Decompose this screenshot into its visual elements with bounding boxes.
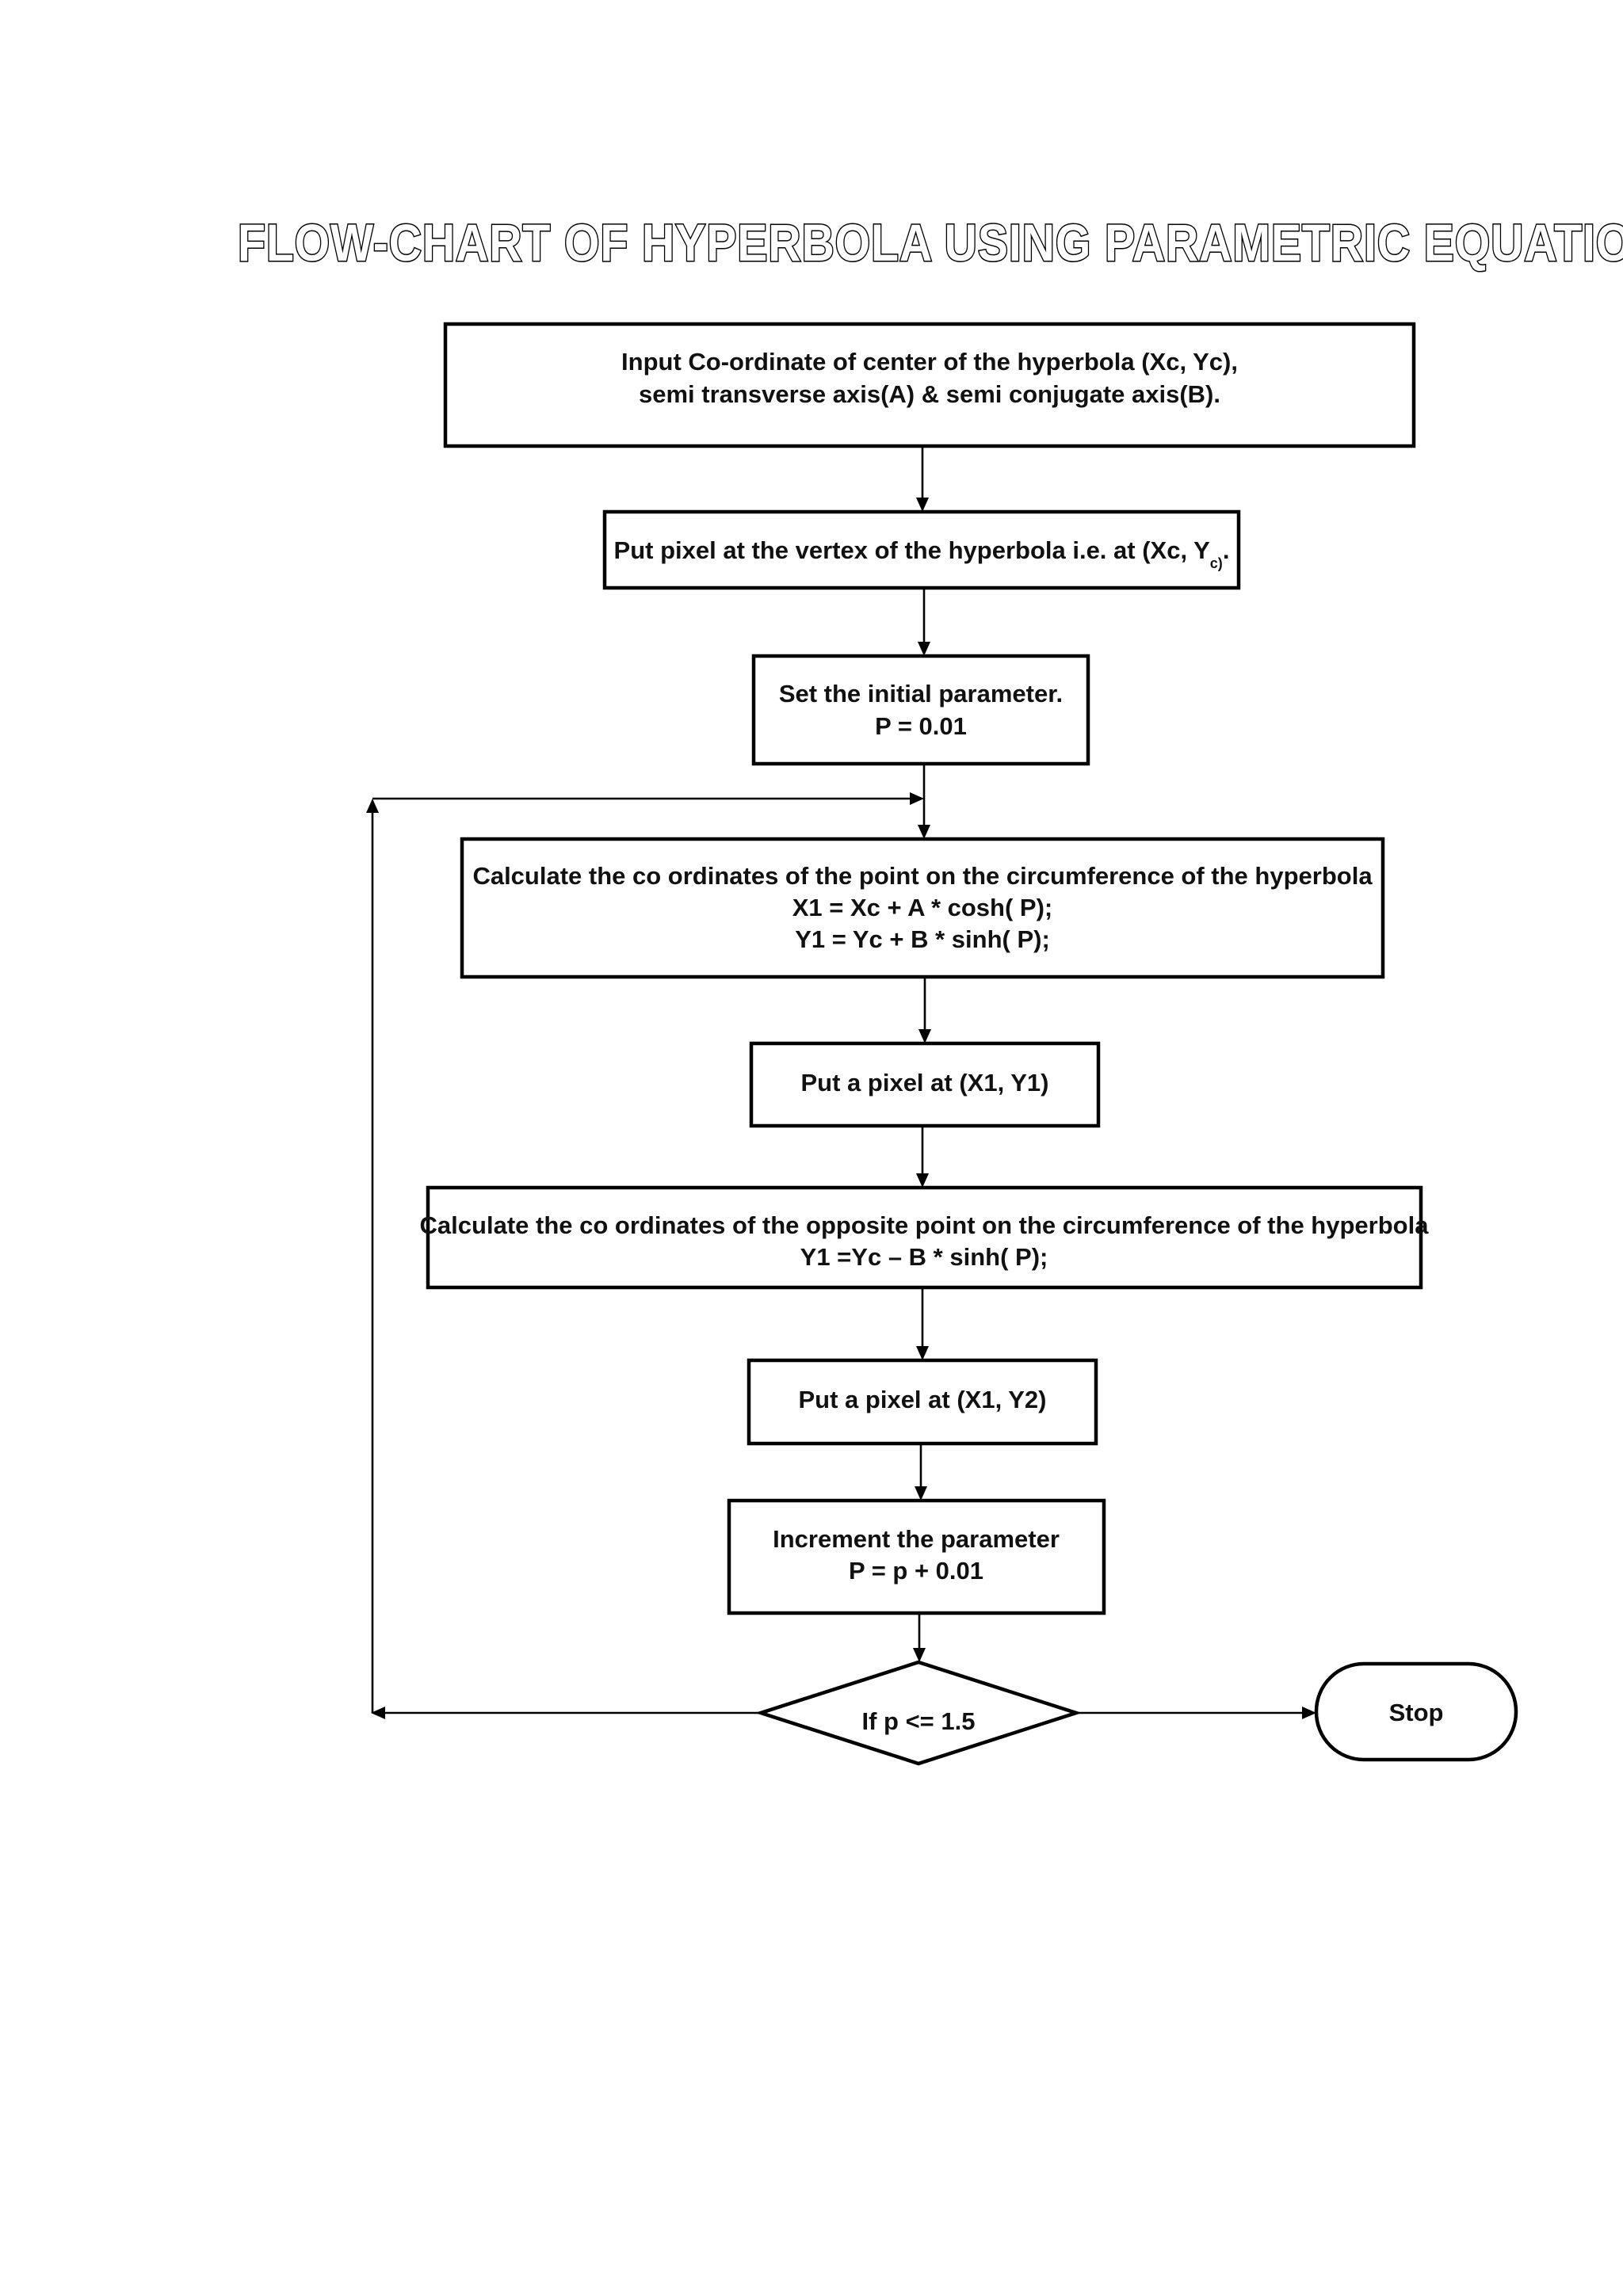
increment-line-1: Increment the parameter — [773, 1525, 1060, 1553]
pixel1-node: Put a pixel at (X1, Y1) — [749, 1041, 1101, 1128]
arrowhead-vertex-init — [918, 642, 930, 656]
arrowhead-calc2-pixel2 — [916, 1346, 929, 1360]
calc1-node: Calculate the co ordinates of the point … — [460, 837, 1385, 979]
init-line-2: P = 0.01 — [875, 712, 967, 740]
arrowhead-decision-loop — [371, 1707, 385, 1719]
vertex-line-end: . — [1223, 536, 1230, 564]
arrowhead-increment-decision — [913, 1648, 926, 1662]
input-line-2: semi transverse axis(A) & semi conjugate… — [639, 380, 1220, 408]
decision-line-1: If p <= 1.5 — [861, 1707, 975, 1735]
decision-node: If p <= 1.5 — [754, 1660, 1083, 1766]
vertex-line-1: Put pixel at the vertex of the hyperbola… — [614, 536, 1230, 571]
vertex-node: Put pixel at the vertex of the hyperbola… — [602, 509, 1241, 590]
connectors — [366, 446, 1316, 1719]
calc2-line-1: Calculate the co ordinates of the opposi… — [420, 1211, 1430, 1239]
input-line-1: Input Co-ordinate of center of the hyper… — [621, 348, 1238, 376]
stop-node: Stop — [1314, 1661, 1518, 1762]
arrowhead-calc1-pixel1 — [918, 1029, 931, 1043]
arrowhead-pixel2-increment — [915, 1486, 927, 1501]
page-title: FLOW-CHART OF HYPERBOLA USING PARAMETRIC… — [237, 212, 1623, 273]
pixel2-node: Put a pixel at (X1, Y2) — [747, 1358, 1098, 1446]
input-node: Input Co-ordinate of center of the hyper… — [443, 322, 1416, 448]
calc1-line-2: X1 = Xc + A * cosh( P); — [792, 894, 1052, 921]
calc1-line-3: Y1 = Yc + B * sinh( P); — [795, 925, 1050, 953]
arrowhead-pixel1-calc2 — [916, 1173, 929, 1188]
arrowhead-init-calc1 — [918, 825, 930, 839]
calc2-line-2: Y1 =Yc – B * sinh( P); — [800, 1243, 1048, 1271]
calc1-line-1: Calculate the co ordinates of the point … — [472, 862, 1373, 890]
arrowhead-decision-stop — [1302, 1707, 1316, 1719]
arrowhead-input-vertex — [916, 498, 929, 512]
increment-node: Increment the parameter P = p + 0.01 — [727, 1498, 1106, 1615]
arrowhead-loop-return — [910, 792, 924, 805]
increment-line-2: P = p + 0.01 — [849, 1557, 983, 1585]
vertex-line-main: Put pixel at the vertex of the hyperbola… — [614, 536, 1211, 564]
arrowhead-loop-rail — [366, 799, 379, 813]
init-line-1: Set the initial parameter. — [779, 680, 1063, 707]
pixel2-line-1: Put a pixel at (X1, Y2) — [799, 1386, 1047, 1413]
calc2-node: Calculate the co ordinates of the opposi… — [420, 1185, 1430, 1290]
pixel1-line-1: Put a pixel at (X1, Y1) — [801, 1069, 1049, 1097]
init-node: Set the initial parameter. P = 0.01 — [751, 654, 1090, 766]
stop-line-1: Stop — [1389, 1699, 1444, 1726]
vertex-line-subscript: c) — [1210, 555, 1223, 571]
